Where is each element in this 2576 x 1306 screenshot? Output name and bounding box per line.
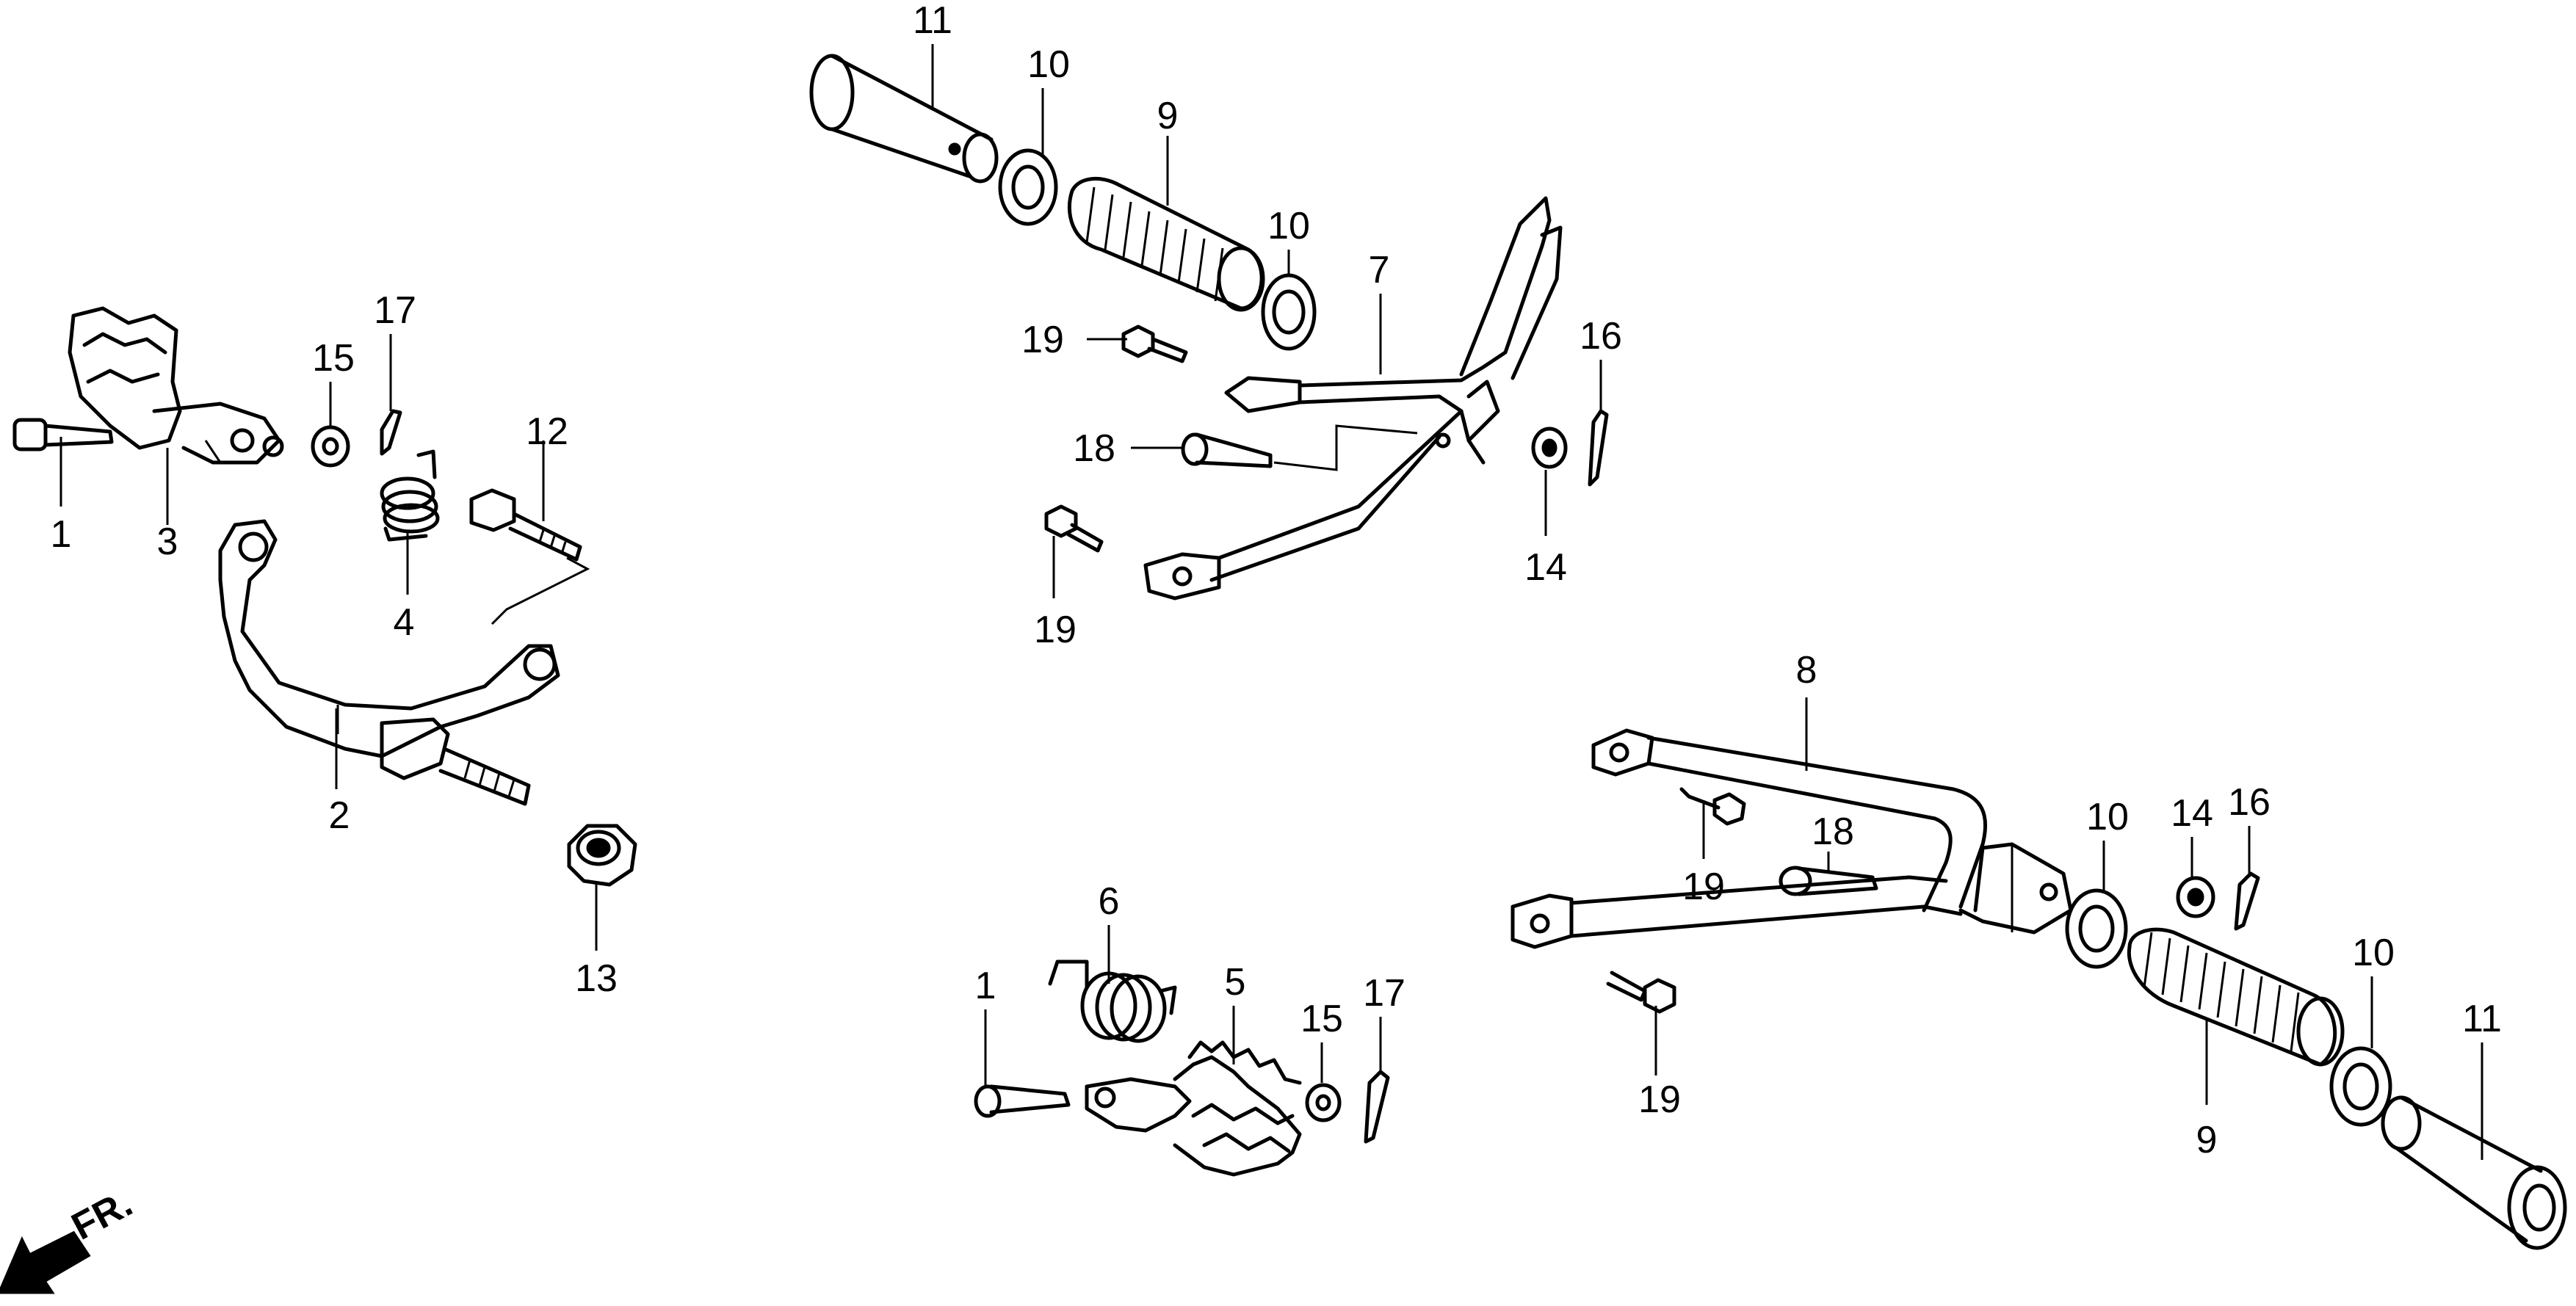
return-spring-part-4 xyxy=(380,449,440,542)
callout-10: 10 xyxy=(2086,796,2129,838)
callout-19: 19 xyxy=(1638,1078,1681,1121)
front-direction-indicator: FR. xyxy=(0,1182,140,1294)
lower-passenger-peg-assembly xyxy=(1510,697,2567,1250)
peg-rubber-part-9-upper xyxy=(1067,176,1265,312)
arrow-front-icon xyxy=(0,1230,91,1294)
callout-14: 14 xyxy=(2171,792,2213,835)
collar-part-11-right xyxy=(2381,1095,2567,1250)
clevis-pin-part-1 xyxy=(12,418,114,451)
footpeg-part-3 xyxy=(68,306,284,465)
bolt-part-19-upper-b xyxy=(1044,504,1104,553)
callout-15: 15 xyxy=(312,337,355,380)
brake-pedal-part-2 xyxy=(218,519,560,806)
callout-labels: 1 3 15 17 12 4 2 13 11 10 9 10 7 19 18 1… xyxy=(51,0,2502,1161)
peg-bracket-part-8 xyxy=(1510,728,2073,949)
callout-11: 11 xyxy=(913,0,952,42)
callout-9: 9 xyxy=(2196,1119,2218,1161)
bolt-part-19-upper-a xyxy=(1121,324,1188,363)
bolt-part-19-right-b xyxy=(1606,971,1676,1014)
callout-3: 3 xyxy=(157,520,178,563)
callout-12: 12 xyxy=(526,410,568,453)
callout-16: 16 xyxy=(1580,315,1622,358)
left-footpeg-assembly xyxy=(12,306,637,951)
bolt-reference-leader xyxy=(491,556,590,625)
callout-10: 10 xyxy=(2352,932,2395,974)
washer-part-15 xyxy=(311,425,350,468)
callout-2: 2 xyxy=(329,794,350,837)
washer-part-10-right-a xyxy=(2065,888,2128,969)
callout-19: 19 xyxy=(1682,866,1725,908)
washer-part-10-upper-a xyxy=(998,148,1058,226)
callout-13: 13 xyxy=(575,957,618,1000)
pin-part-18-upper xyxy=(1181,432,1273,468)
lower-leader-lines xyxy=(984,925,1382,1085)
callout-8: 8 xyxy=(1796,649,1817,692)
callout-19: 19 xyxy=(1021,319,1064,361)
washer-part-10-upper-b xyxy=(1261,273,1317,351)
clevis-pin-part-1-lower xyxy=(974,1084,1071,1118)
callout-1: 1 xyxy=(975,965,996,1007)
callout-4: 4 xyxy=(394,601,415,644)
washer-part-10-right-b xyxy=(2329,1046,2392,1127)
callout-19: 19 xyxy=(1034,609,1077,651)
callout-17: 17 xyxy=(1363,972,1405,1015)
right-leader-lines xyxy=(1654,697,2483,1160)
washer-part-14-right xyxy=(2176,876,2215,918)
upper-passenger-peg-assembly xyxy=(809,44,1609,601)
callout-10: 10 xyxy=(1027,43,1070,86)
upper-leader-lines xyxy=(931,44,1602,598)
washer-part-14-upper xyxy=(1531,427,1568,469)
callout-11: 11 xyxy=(2462,998,2502,1040)
bolt-part-12 xyxy=(469,488,582,562)
footpeg-part-5 xyxy=(1085,1040,1302,1177)
callout-10: 10 xyxy=(1267,205,1310,247)
cotter-pin-part-17-lower xyxy=(1364,1070,1390,1144)
callout-16: 16 xyxy=(2228,781,2271,824)
return-spring-part-6 xyxy=(1048,959,1177,1043)
callout-18: 18 xyxy=(1073,427,1115,470)
callout-1: 1 xyxy=(51,513,72,556)
callout-15: 15 xyxy=(1300,998,1343,1040)
cotter-pin-part-16-right xyxy=(2234,871,2260,931)
bolt-part-19-right-a xyxy=(1679,787,1746,826)
callout-6: 6 xyxy=(1099,880,1120,923)
lower-footpeg-assembly xyxy=(974,925,1390,1177)
collar-part-11-upper xyxy=(809,54,999,184)
callout-17: 17 xyxy=(374,289,416,332)
callout-7: 7 xyxy=(1369,249,1390,291)
pin-part-18-right xyxy=(1779,866,1878,896)
peg-bracket-part-7 xyxy=(1143,196,1563,601)
cotter-pin-part-16-upper xyxy=(1588,409,1609,487)
washer-part-15-lower xyxy=(1305,1083,1342,1122)
pin-reference-leader-upper xyxy=(1273,424,1418,471)
callout-9: 9 xyxy=(1157,95,1179,137)
left-leader-lines xyxy=(59,334,598,951)
peg-rubber-part-9-right xyxy=(2127,927,2345,1067)
callout-18: 18 xyxy=(1812,810,1854,853)
cotter-pin-part-17 xyxy=(380,409,402,456)
callout-14: 14 xyxy=(1524,546,1567,589)
nut-part-13 xyxy=(567,824,637,887)
callout-5: 5 xyxy=(1225,961,1246,1004)
